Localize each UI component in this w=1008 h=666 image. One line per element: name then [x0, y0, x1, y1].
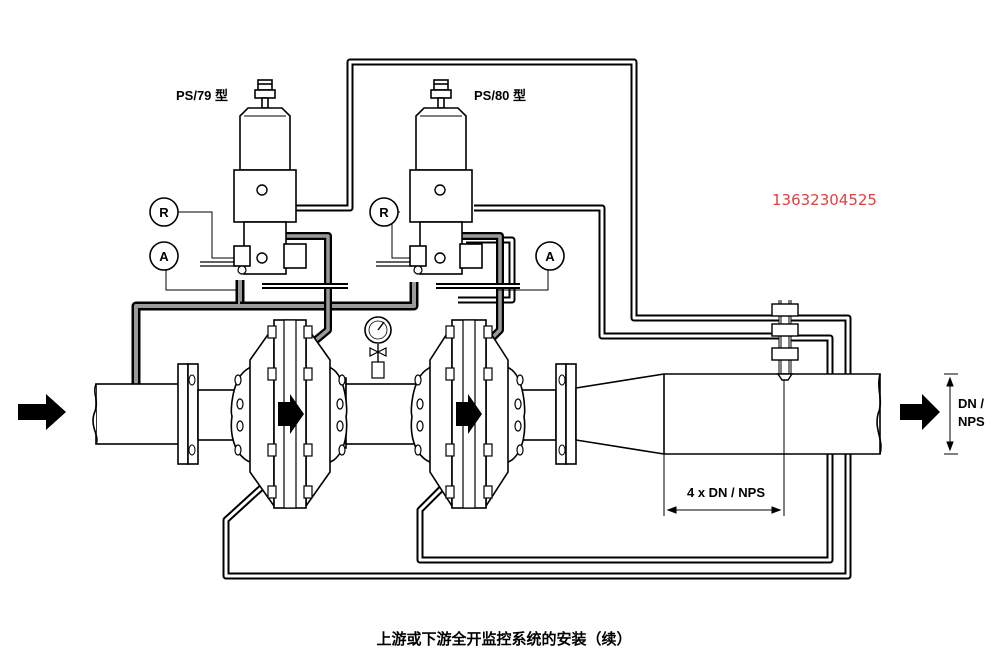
gauge-a-left: A [149, 241, 179, 271]
valve-body-right [410, 319, 526, 509]
gauge-r-left: R [149, 197, 179, 227]
regulator-ps79 [233, 79, 307, 275]
regulator-left-label: PS/79 型 [176, 88, 228, 103]
svg-text:R: R [379, 205, 389, 220]
pilot-supply-tubing [131, 186, 520, 386]
valve-icon [369, 347, 387, 357]
dimension-lines [663, 373, 958, 516]
phone-number: 13632304525 [772, 191, 877, 209]
figure-caption: 上游或下游全开监控系统的安装（续） [376, 630, 631, 648]
outlet-size-label-line2: NPS [958, 414, 985, 429]
svg-text:R: R [159, 205, 169, 220]
outlet-flow-arrow-icon [900, 394, 940, 430]
pressure-gauge-icon [364, 316, 392, 379]
inlet-flow-arrow-icon [18, 394, 66, 430]
downstream-sense-tap [771, 300, 799, 381]
regulator-ps80 [409, 79, 483, 275]
svg-text:A: A [159, 249, 169, 264]
gauge-leads [165, 211, 549, 291]
control-tubing [222, 58, 852, 580]
outlet-size-label-line1: DN / [958, 396, 984, 411]
gauge-a-right: A [535, 241, 565, 271]
flow-arrow-icon [456, 394, 482, 434]
svg-text:A: A [545, 249, 555, 264]
dimension-label: 4 x DN / NPS [687, 485, 765, 500]
gauge-r-right: R [369, 197, 399, 227]
flow-arrow-icon [278, 394, 304, 434]
flange-bolts [188, 374, 566, 456]
valve-body-left [230, 319, 348, 509]
regulator-right-label: PS/80 型 [474, 88, 526, 103]
